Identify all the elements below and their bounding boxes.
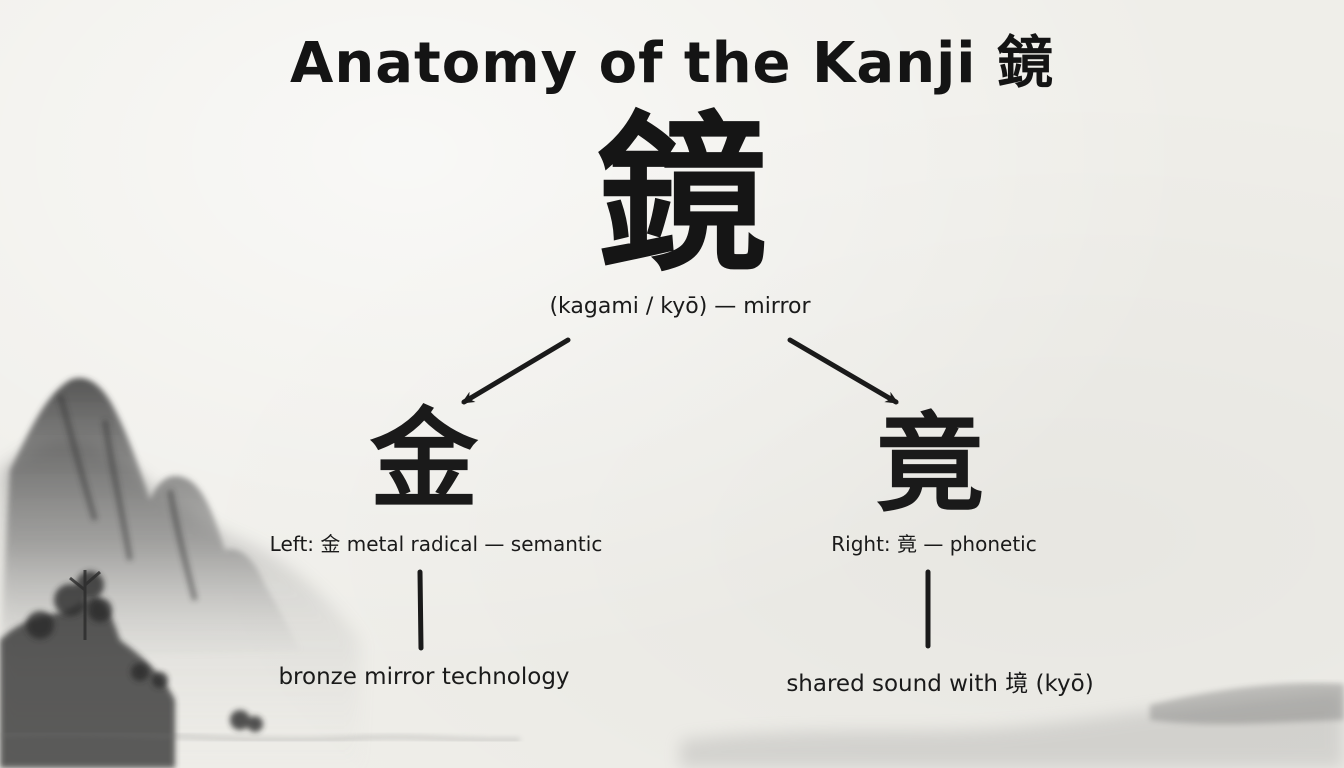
left-component-meaning: bronze mirror technology (278, 664, 570, 690)
right-component-meaning: shared sound with 境 (kyō) (786, 671, 1094, 697)
left-component-kanji: 金 (369, 397, 478, 523)
right-component-label: Right: 竟 — phonetic (831, 532, 1037, 556)
main-kanji: 鏡 (596, 95, 767, 295)
main-kanji-reading: (kagami / kyō) — mirror (549, 294, 811, 319)
right-component-kanji: 竟 (875, 401, 984, 527)
left-component-label: Left: 金 metal radical — semantic (269, 532, 603, 556)
left-connector-line (417, 569, 424, 651)
page-title: Anatomy of the Kanji 鏡 (290, 31, 1054, 96)
arrow-to-left-component (461, 337, 571, 405)
arrow-to-right-component (787, 337, 899, 405)
